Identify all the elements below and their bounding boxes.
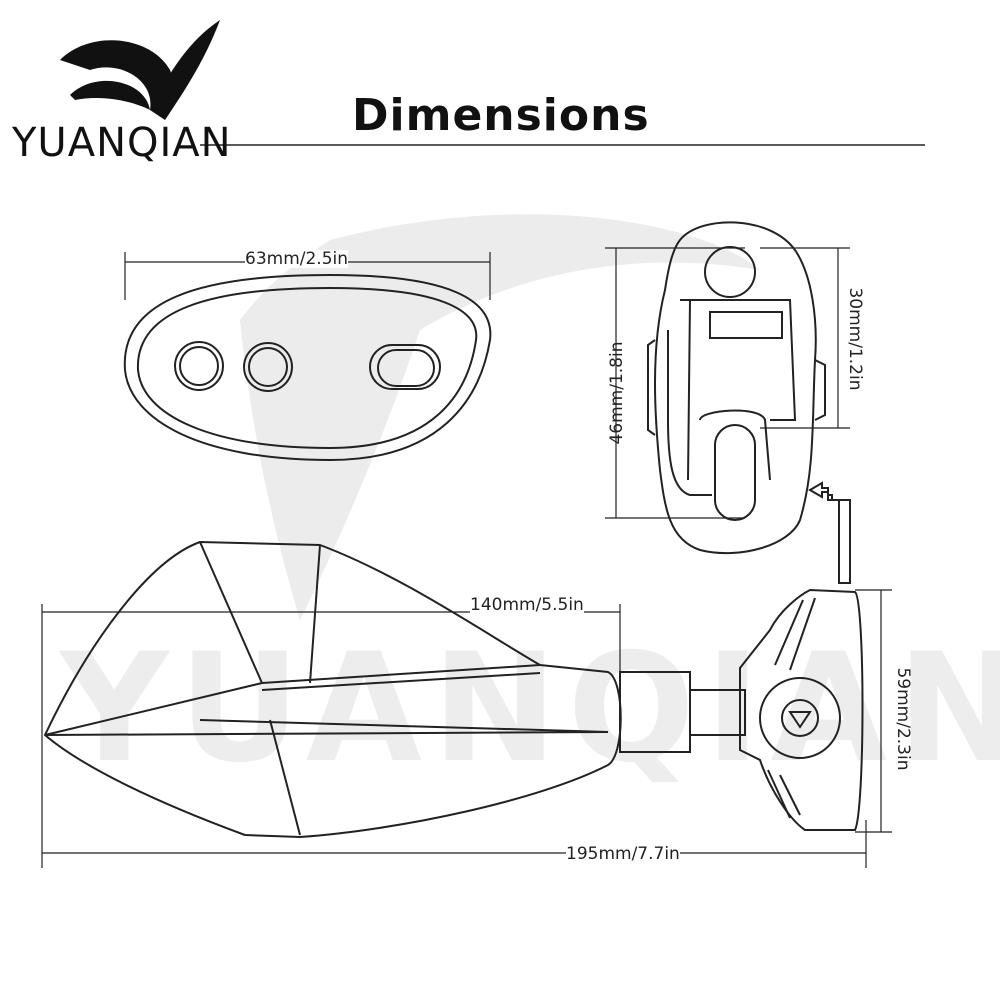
dimension-lines bbox=[41, 589, 892, 868]
brand-logo bbox=[60, 20, 220, 120]
base-plate-drawing bbox=[123, 252, 492, 462]
brand-name: YUANQIAN bbox=[12, 120, 232, 166]
mirror-side-drawing bbox=[43, 540, 864, 839]
clamp-inner-label: 30mm/1.2in bbox=[845, 287, 865, 391]
clamp-drawing bbox=[605, 221, 850, 555]
arm-length-label: 140mm/5.5in bbox=[470, 595, 584, 615]
base-width-label: 63mm/2.5in bbox=[245, 249, 349, 269]
total-length-label: 195mm/7.7in bbox=[566, 844, 680, 864]
mount-height-label: 59mm/2.3in bbox=[893, 667, 913, 771]
svg-text:YUANQIAN: YUANQIAN bbox=[58, 622, 1000, 796]
page-title: Dimensions bbox=[352, 90, 650, 141]
clamp-height-label: 46mm/1.8in bbox=[607, 341, 627, 445]
assembly-arrow bbox=[808, 481, 851, 584]
watermark: YUANQIAN bbox=[58, 214, 1000, 796]
